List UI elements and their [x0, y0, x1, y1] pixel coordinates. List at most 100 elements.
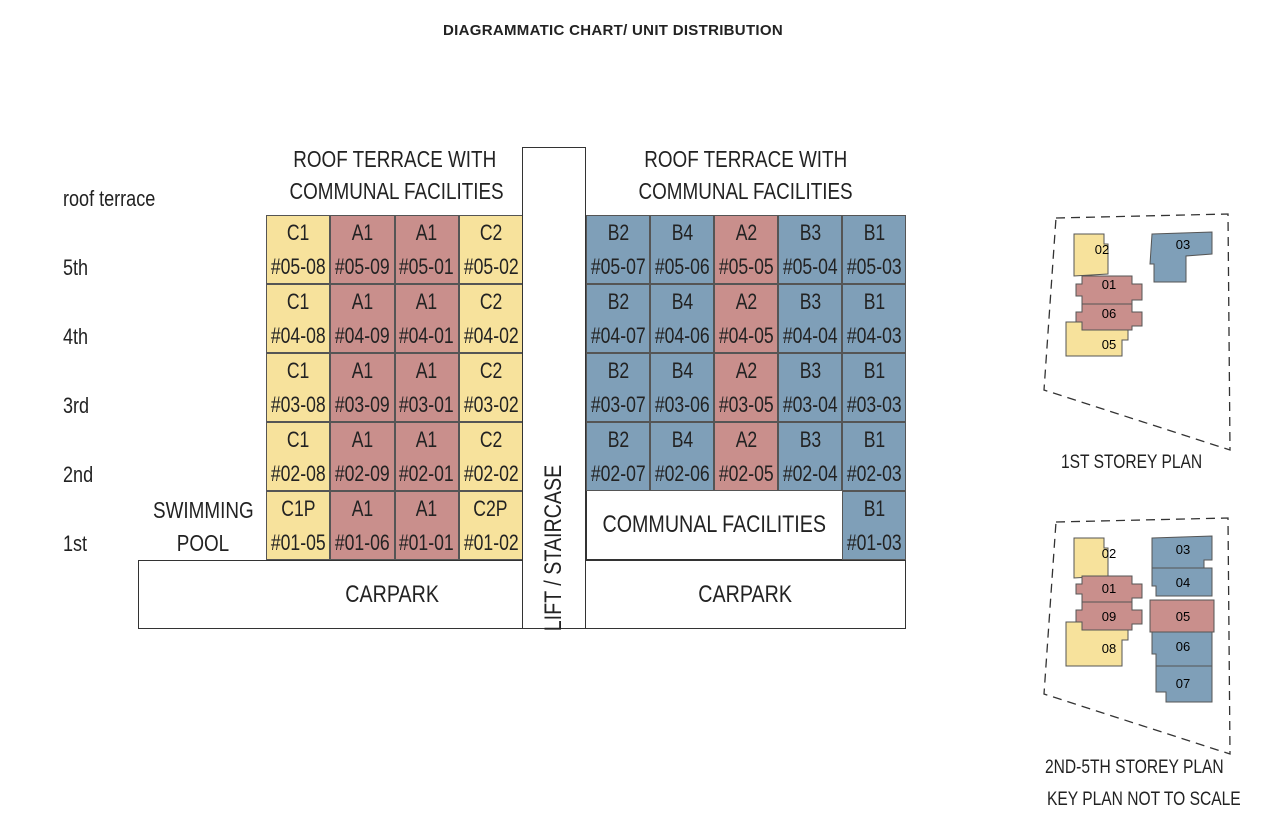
unit-number: #02-03 — [846, 460, 902, 486]
unit-number: #03-01 — [399, 391, 455, 417]
unit-no-08: 08 — [1102, 641, 1116, 656]
unit-number: #04-08 — [270, 322, 326, 348]
unit-06-shape — [1075, 303, 1143, 331]
unit-number: #03-07 — [590, 391, 646, 417]
unit-cell: C2P#01-02 — [458, 491, 523, 560]
communal-facilities-label: COMMUNAL FACILITIES — [602, 511, 827, 538]
unit-cell: B3#02-04 — [778, 422, 842, 491]
unit-type: B4 — [671, 426, 693, 452]
key-plan-scale-note: KEY PLAN NOT TO SCALE — [1047, 789, 1241, 810]
unit-cell: C1#02-08 — [266, 422, 331, 491]
unit-cell: A2#05-05 — [714, 215, 778, 284]
unit-type: B1 — [863, 426, 885, 452]
unit-type: B1 — [863, 357, 885, 383]
carpark-left-label: CARPARK — [345, 580, 440, 608]
unit-cell: B2 #05-07 — [586, 215, 650, 284]
unit-type: C2 — [479, 357, 503, 383]
unit-cell: A1#05-01 — [394, 215, 459, 284]
unit-no-04: 04 — [1176, 575, 1190, 590]
unit-number: #02-04 — [782, 460, 838, 486]
unit-number: #04-02 — [463, 322, 519, 348]
unit-cell: A2#02-05 — [714, 422, 778, 491]
unit-no-06: 06 — [1102, 306, 1116, 321]
unit-number: #05-01 — [399, 253, 455, 279]
unit-05-shape — [1149, 599, 1215, 633]
unit-cell: B3#03-04 — [778, 353, 842, 422]
page-title: DIAGRAMMATIC CHART/ UNIT DISTRIBUTION — [443, 22, 783, 39]
unit-02-shape — [1073, 233, 1109, 277]
unit-number: #05-05 — [718, 253, 774, 279]
unit-type: A1 — [351, 495, 374, 521]
unit-cell: A2#03-05 — [714, 353, 778, 422]
unit-no-01: 01 — [1102, 277, 1116, 292]
carpark-right: CARPARK — [585, 560, 906, 629]
unit-cell: A1 #05-09 — [330, 215, 395, 284]
unit-type: A2 — [735, 288, 757, 314]
unit-number: #02-09 — [334, 460, 390, 486]
unit-type: A1 — [351, 288, 374, 314]
unit-number: #02-07 — [590, 460, 646, 486]
unit-cell: B1#01-03 — [842, 491, 906, 560]
unit-cell: C2#02-02 — [458, 422, 523, 491]
unit-type: A1 — [351, 219, 374, 245]
unit-type: B3 — [799, 219, 821, 245]
unit-number: #03-03 — [846, 391, 902, 417]
unit-no-03: 03 — [1176, 542, 1190, 557]
unit-type: A1 — [415, 357, 438, 383]
unit-number: #01-01 — [399, 529, 455, 555]
unit-type: B4 — [671, 288, 693, 314]
unit-number: #01-05 — [270, 529, 326, 555]
unit-cell: B1 #02-03 — [842, 422, 906, 491]
unit-type: C1 — [286, 219, 310, 245]
unit-type: B2 — [607, 219, 629, 245]
unit-08-shape — [1065, 621, 1129, 667]
unit-number: #02-01 — [399, 460, 455, 486]
unit-cell: B1#05-03 — [842, 215, 906, 284]
unit-number: #05-02 — [463, 253, 519, 279]
unit-cell: A1#02-01 — [394, 422, 459, 491]
floor-label-3rd: 3rd — [63, 393, 90, 418]
unit-type: B3 — [799, 357, 821, 383]
unit-cell: C1 #04-08 — [266, 284, 331, 353]
unit-cell: C2#05-02 — [458, 215, 523, 284]
key-plan-upper-storey: 02 03 01 04 09 05 08 06 07 — [1043, 517, 1231, 755]
key-plan-1st-storey-label: 1ST STOREY PLAN — [1061, 452, 1203, 473]
unit-cell: A1#01-01 — [394, 491, 459, 560]
unit-no-02: 02 — [1095, 242, 1109, 257]
unit-type: C1 — [286, 288, 310, 314]
unit-no-09: 09 — [1102, 609, 1116, 624]
unit-cell: B4#03-06 — [650, 353, 714, 422]
unit-cell: C1 #05-08 — [266, 215, 331, 284]
communal-facilities-area: COMMUNAL FACILITIES — [586, 491, 842, 560]
unit-type: C1 — [286, 357, 310, 383]
unit-type: A1 — [415, 288, 438, 314]
floor-label-5th: 5th — [63, 255, 89, 280]
unit-type: B2 — [607, 426, 629, 452]
unit-number: #02-02 — [463, 460, 519, 486]
unit-type: B1 — [863, 495, 885, 521]
unit-type: B2 — [607, 288, 629, 314]
unit-cell: B1#04-03 — [842, 284, 906, 353]
unit-cell: B1 #03-03 — [842, 353, 906, 422]
unit-number: #05-03 — [846, 253, 902, 279]
unit-03-shape — [1149, 231, 1213, 283]
unit-09-shape — [1075, 601, 1143, 631]
unit-no-01: 01 — [1102, 581, 1116, 596]
unit-cell: B2 #03-07 — [586, 353, 650, 422]
unit-cell: C2#04-02 — [458, 284, 523, 353]
unit-number: #05-07 — [590, 253, 646, 279]
unit-no-07: 07 — [1176, 676, 1190, 691]
swimming-pool-label: SWIMMING POOL — [140, 494, 266, 560]
unit-number: #05-08 — [270, 253, 326, 279]
unit-number: #03-05 — [718, 391, 774, 417]
unit-number: #03-08 — [270, 391, 326, 417]
unit-cell: A1#01-06 — [330, 491, 395, 560]
unit-type: B2 — [607, 357, 629, 383]
unit-no-05: 05 — [1176, 609, 1190, 624]
unit-number: #05-09 — [334, 253, 390, 279]
unit-number: #03-09 — [334, 391, 390, 417]
site-boundary — [1043, 213, 1231, 451]
unit-number: #04-09 — [334, 322, 390, 348]
unit-type: C2P — [473, 495, 508, 521]
unit-number: #02-05 — [718, 460, 774, 486]
